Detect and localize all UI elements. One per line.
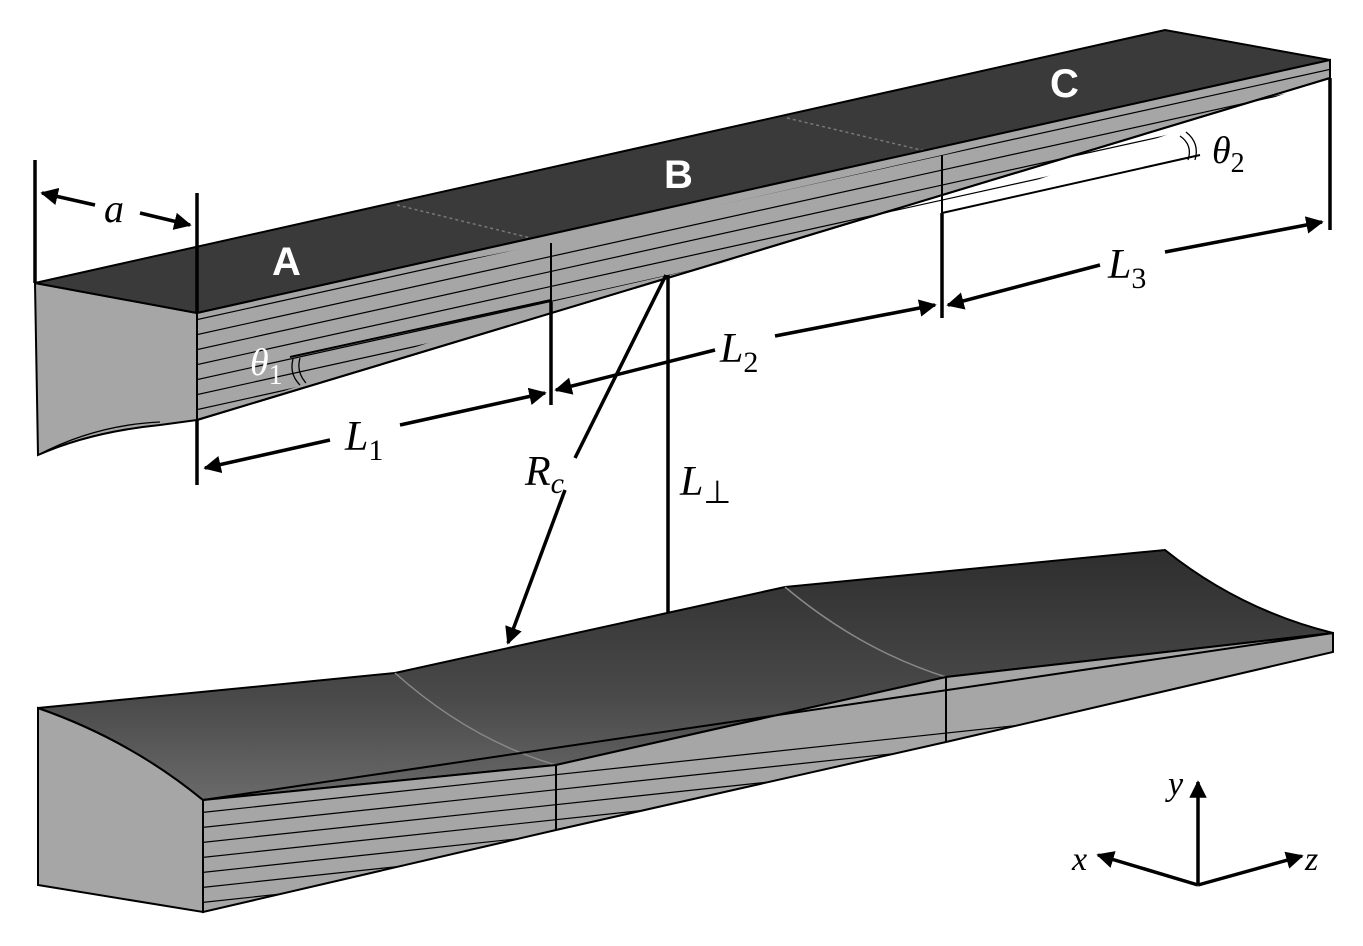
theta2-arc bbox=[1179, 131, 1197, 161]
top-beam bbox=[33, 28, 1331, 457]
top-face-boundary-bc bbox=[786, 117, 943, 156]
dim-l2-arrow-right bbox=[774, 299, 937, 338]
dim-l3-arrow-right bbox=[1164, 216, 1324, 254]
dim-l3-label: L3 bbox=[1107, 242, 1146, 295]
theta1-arc bbox=[291, 357, 307, 386]
theta2-label: θ2 bbox=[1212, 130, 1245, 179]
theta1-label: θ1 bbox=[250, 342, 283, 391]
top-beam-end-face-curve bbox=[37, 421, 161, 456]
bottom-boundary-bc bbox=[784, 586, 947, 678]
bottom-front-diag bbox=[202, 632, 1334, 801]
rc-arrow-upper bbox=[573, 274, 668, 459]
dim-a-arrow-left bbox=[40, 187, 96, 207]
theta1-wedge-line bbox=[289, 299, 552, 358]
segment-label-c: C bbox=[1050, 62, 1079, 106]
axis-z-arrow bbox=[1197, 851, 1304, 887]
dim-l1-arrow-right bbox=[399, 387, 547, 427]
dim-l2-arrow-left bbox=[554, 348, 716, 395]
dim-a-label: a bbox=[104, 186, 124, 231]
dim-rc-label: Rc bbox=[524, 449, 564, 500]
dim-a-arrow-right bbox=[139, 211, 192, 230]
dim-l3-arrow-left bbox=[946, 263, 1101, 310]
theta2-wedge-line bbox=[941, 154, 1201, 214]
axis-x-arrow bbox=[1096, 851, 1199, 887]
axis-z-label: z bbox=[1304, 841, 1318, 878]
bottom-beam bbox=[37, 548, 1334, 914]
dim-lperp-label: L⊥ bbox=[679, 459, 731, 510]
bottom-boundary-ab bbox=[394, 672, 557, 766]
top-beam-lower-edge bbox=[196, 77, 1331, 421]
rc-arrow-lower bbox=[505, 489, 567, 645]
coordinate-axes: y x z bbox=[1071, 766, 1318, 887]
dim-l2-label: L2 bbox=[719, 326, 758, 379]
segment-label-b: B bbox=[664, 153, 693, 197]
dim-l1-label: L1 bbox=[344, 414, 383, 467]
top-face-boundary-ab bbox=[396, 204, 552, 244]
axis-y-label: y bbox=[1165, 766, 1184, 803]
segment-label-a: A bbox=[272, 240, 301, 284]
axis-x-label: x bbox=[1071, 841, 1087, 878]
dim-l1-arrow-left bbox=[203, 438, 331, 474]
